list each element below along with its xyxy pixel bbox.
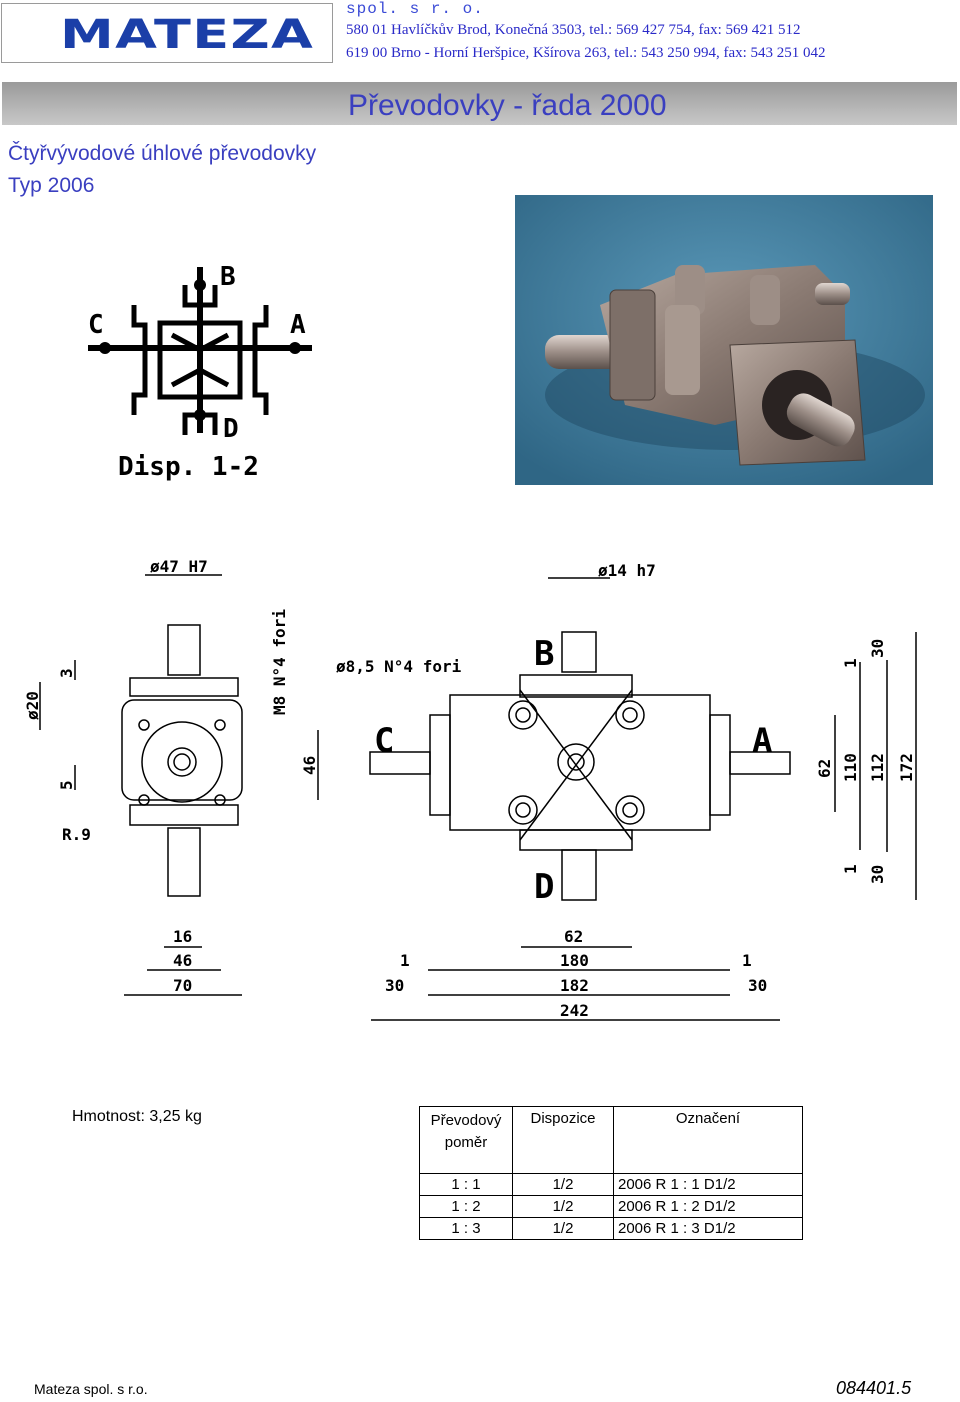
cell-designation: 2006 R 1 : 2 D1/2: [613, 1195, 803, 1218]
dim-30-right: 30: [748, 976, 767, 995]
address-brno: 619 00 Brno - Horní Heršpice, Kšírova 26…: [346, 45, 826, 61]
dim-242: 242: [560, 1001, 589, 1020]
cell-designation: 2006 R 1 : 1 D1/2: [613, 1173, 803, 1196]
dim-110: 110: [841, 753, 860, 782]
footer-company: Mateza spol. s r.o.: [34, 1381, 148, 1397]
diagram-label-a: A: [290, 310, 306, 340]
weight-label: Hmotnost: 3,25 kg: [72, 1108, 202, 1125]
drawing-letter-a: A: [752, 721, 772, 761]
dim-1-right: 1: [742, 951, 752, 970]
table-row: 1 : 3 1/2 2006 R 1 : 3 D1/2: [419, 1217, 803, 1240]
logo: MATEZA: [1, 3, 333, 63]
product-photo: [515, 195, 933, 485]
dim-70: 70: [173, 976, 192, 995]
page-title: Převodovky - řada 2000: [348, 89, 667, 122]
subtitle: Čtyřvývodové úhlové převodovky: [8, 142, 317, 165]
dim-30-top: 30: [868, 639, 887, 658]
dim-1-bottom: 1: [841, 864, 860, 874]
diagram-caption: Disp. 1-2: [118, 452, 259, 482]
logo-text: MATEZA: [60, 12, 315, 58]
dim-46-horizontal: 46: [173, 951, 192, 970]
dim-112: 112: [868, 753, 887, 782]
dim-holes: ø8,5 N°4 fori: [336, 657, 462, 676]
diagram-label-b: B: [220, 262, 236, 292]
dim-16: 16: [173, 927, 192, 946]
cell-ratio: 1 : 2: [419, 1195, 513, 1218]
dim-3: 3: [57, 668, 76, 678]
type-label: Typ 2006: [8, 174, 95, 197]
drawing-letter-b: B: [534, 634, 554, 674]
cell-ratio: 1 : 3: [419, 1217, 513, 1240]
dim-dia20: ø20: [23, 691, 42, 720]
title-bar: Převodovky - řada 2000: [2, 82, 957, 125]
table-row: 1 : 2 1/2 2006 R 1 : 2 D1/2: [419, 1195, 803, 1218]
header-ratio: Převodový poměr: [419, 1106, 513, 1174]
technical-drawing: ø47 H7 ø14 h7 ø8,5 N°4 fori R.9 ø20 M8 N…: [23, 557, 917, 1021]
company-name: spol. s r. o.: [346, 0, 484, 18]
table-header-row: Převodový poměr Dispozice Označení: [419, 1106, 803, 1174]
address-brod: 580 01 Havlíčkův Brod, Konečná 3503, tel…: [346, 22, 801, 38]
dim-46-vertical: 46: [300, 756, 319, 775]
dim-172: 172: [897, 753, 916, 782]
table-row: 1 : 1 1/2 2006 R 1 : 1 D1/2: [419, 1173, 803, 1196]
dim-62-vertical: 62: [815, 759, 834, 778]
disposition-diagram: B C A D Disp. 1-2: [88, 262, 312, 482]
header-designation: Označení: [613, 1106, 803, 1174]
cell-disposition: 1/2: [512, 1173, 614, 1196]
dim-62-horizontal: 62: [564, 927, 583, 946]
dim-dia47: ø47 H7: [150, 557, 208, 576]
specification-table: Převodový poměr Dispozice Označení 1 : 1…: [419, 1106, 803, 1240]
diagram-label-d: D: [223, 414, 239, 444]
dim-1-top: 1: [841, 658, 860, 668]
shaft-top-left: [167, 624, 201, 676]
footer-code: 084401.5: [836, 1378, 912, 1398]
dim-m8: M8 N°4 fori: [270, 609, 289, 715]
dim-30-bottom: 30: [868, 865, 887, 884]
dim-180: 180: [560, 951, 589, 970]
dim-r9: R.9: [62, 825, 91, 844]
cell-disposition: 1/2: [512, 1217, 614, 1240]
dim-182: 182: [560, 976, 589, 995]
dim-5: 5: [57, 780, 76, 790]
cell-designation: 2006 R 1 : 3 D1/2: [613, 1217, 803, 1240]
dim-dia14: ø14 h7: [598, 561, 656, 580]
drawing-letter-c: C: [374, 721, 394, 761]
header-ratio-line2: poměr: [444, 1134, 488, 1151]
dim-1-left: 1: [400, 951, 410, 970]
dim-30-left: 30: [385, 976, 404, 995]
diagram-label-c: C: [88, 310, 104, 340]
drawing-letter-d: D: [534, 867, 554, 907]
header-ratio-line1: Převodový: [430, 1112, 502, 1129]
cell-disposition: 1/2: [512, 1195, 614, 1218]
header-disposition: Dispozice: [512, 1106, 614, 1174]
gearbox-illustration: [515, 195, 933, 485]
cell-ratio: 1 : 1: [419, 1173, 513, 1196]
